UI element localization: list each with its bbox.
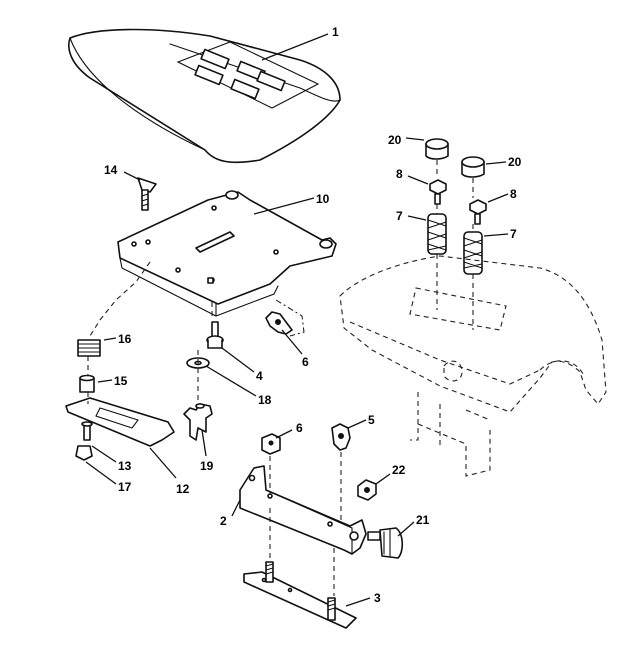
adjuster-bracket-part	[239, 465, 367, 555]
callout-16: 16	[118, 332, 132, 346]
bumper-right-part	[461, 156, 485, 178]
mounting-plate-part	[243, 561, 357, 629]
adjustment-knob-part	[367, 527, 404, 559]
callout-19: 19	[200, 459, 214, 473]
spacer-part	[79, 374, 95, 393]
clip-lower-part	[331, 423, 351, 451]
seat-pan-part	[117, 190, 337, 317]
adjuster-plate-part	[65, 397, 175, 447]
callout-20-left: 20	[388, 133, 402, 147]
screw-part	[137, 177, 157, 211]
fender-outline	[339, 255, 607, 477]
shoulder-bolt-right-part	[469, 199, 487, 225]
callout-14: 14	[104, 163, 118, 177]
hex-nut-part	[357, 479, 377, 501]
shoulder-bolt-left-part	[429, 179, 447, 205]
callout-20-right: 20	[508, 155, 522, 169]
pivot-bracket-part	[183, 403, 213, 441]
callout-3: 3	[374, 591, 381, 605]
callout-13: 13	[118, 459, 132, 473]
callout-12: 12	[176, 482, 190, 496]
pin-part	[81, 421, 93, 441]
callout-1: 1	[332, 25, 339, 39]
nut-part	[75, 445, 93, 461]
callout-2: 2	[220, 514, 227, 528]
spring-part	[77, 339, 101, 357]
callout-15: 15	[114, 374, 128, 388]
callout-21: 21	[416, 513, 430, 527]
callout-17: 17	[118, 480, 132, 494]
square-nut-part	[261, 433, 281, 455]
seat-part	[68, 28, 341, 164]
callout-10: 10	[316, 192, 330, 206]
spring-right-part	[463, 231, 483, 275]
bumper-left-part	[425, 138, 449, 160]
callout-4: 4	[256, 369, 263, 383]
callout-22: 22	[392, 463, 406, 477]
callout-8-left: 8	[396, 167, 403, 181]
callout-7-left: 7	[396, 209, 403, 223]
callout-6-upper: 6	[302, 355, 309, 369]
bolt-part	[206, 321, 224, 349]
spring-left-part	[427, 213, 447, 255]
callout-8-right: 8	[510, 187, 517, 201]
callout-18: 18	[258, 393, 272, 407]
callout-5-lower: 5	[368, 413, 375, 427]
callout-6-lower: 6	[296, 421, 303, 435]
callout-7-right: 7	[510, 227, 517, 241]
clip-part	[265, 311, 293, 335]
